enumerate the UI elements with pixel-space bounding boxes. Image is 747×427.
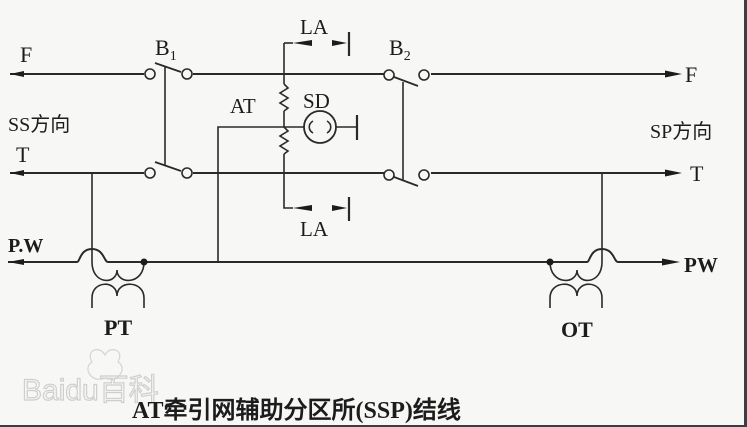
label-ot: OT	[561, 317, 593, 342]
label-trolley-right: T	[690, 161, 704, 186]
label-at: AT	[230, 94, 256, 118]
label-pw-left: P.W	[8, 235, 43, 257]
label-sp-direction: SP方向	[650, 120, 712, 143]
watermark-text: Baidu百科	[22, 374, 159, 407]
label-ss-direction: SS方向	[8, 113, 70, 136]
wires	[8, 32, 682, 308]
label-pw-right: PW	[684, 253, 718, 277]
baidu-watermark: Baidu百科	[21, 349, 159, 408]
diagram-caption: AT牵引网辅助分区所(SSP)结线	[132, 396, 461, 424]
autotransformer-at	[217, 43, 293, 262]
surge-discharger-sd	[284, 110, 359, 144]
breaker-b1	[144, 62, 193, 179]
protective-wire-line	[8, 247, 680, 266]
breaker-b2	[383, 69, 430, 187]
label-feeder-left: F	[20, 42, 32, 67]
trolley-line	[10, 169, 682, 177]
feeder-line	[10, 70, 682, 78]
potential-transformer-pt	[91, 173, 148, 308]
other-transformer-ot	[546, 173, 603, 308]
label-la-bottom: LA	[300, 217, 329, 241]
label-trolley-left: T	[16, 142, 30, 167]
paw-icon	[87, 349, 123, 380]
label-feeder-right: F	[685, 62, 697, 87]
label-sd: SD	[303, 89, 330, 113]
label-breaker-b1: B1	[155, 35, 177, 64]
label-breaker-b2: B2	[389, 35, 411, 64]
lightning-arrester-bottom	[293, 197, 351, 221]
label-la-top: LA	[300, 15, 329, 39]
label-pt: PT	[104, 315, 132, 340]
lightning-arrester-top	[284, 32, 351, 56]
